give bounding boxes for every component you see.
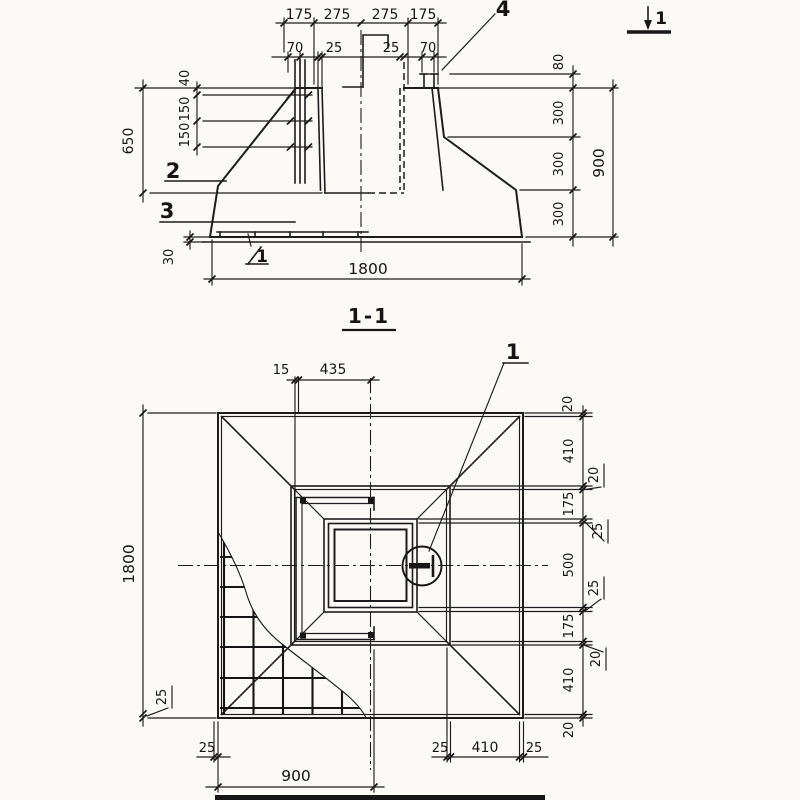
dim-label: 410 [562, 439, 577, 464]
dim-label: 1800 [120, 544, 138, 583]
section-title-label: 1-1 [348, 304, 390, 328]
detail-circle-group: 1 [401, 340, 529, 587]
dim-label: 410 [562, 668, 577, 693]
dim-label: 300 [552, 202, 567, 227]
bar-section-dot [368, 498, 374, 504]
elevation-dimensions [134, 17, 619, 286]
dim-label: 300 [552, 152, 567, 177]
section-cut-label: 1 [655, 9, 667, 29]
dim-label: 150 [178, 123, 193, 148]
callout-bottom-mesh: 3 [159, 199, 296, 223]
callout-label: 3 [160, 199, 175, 223]
dim-label: 70 [287, 41, 304, 56]
dim-label: 25 [526, 741, 543, 756]
elevation-hidden-lines [368, 62, 405, 194]
plan-outline [217, 412, 524, 719]
section-arrow-icon [644, 20, 652, 30]
callout-label: 2 [166, 159, 181, 183]
dim-label: 20 [561, 396, 576, 413]
anchor-bolt-icon [409, 563, 430, 569]
dim-label: 175 [286, 7, 313, 23]
dim-label: 275 [324, 7, 351, 23]
bar-section-dot [368, 632, 374, 638]
dim-label: 30 [162, 249, 177, 266]
plan-dimensions [138, 375, 609, 793]
plan-view: 1 [120, 340, 609, 793]
dim-label: 435 [320, 362, 347, 378]
callout-mesh-flag: 1 [245, 233, 269, 267]
elevation-view: 175 275 275 175 70 25 25 70 40 150 150 6… [121, 0, 619, 286]
dim-note: 25 [591, 523, 606, 540]
elevation-outline [202, 34, 531, 243]
dim-note: 20 [589, 651, 604, 668]
dim-label: 80 [552, 54, 567, 71]
dim-label: 900 [590, 148, 608, 178]
dim-label: 410 [472, 740, 499, 756]
detail-circle [401, 545, 443, 587]
dim-label: 40 [178, 70, 193, 87]
dim-label: 25 [199, 741, 216, 756]
dim-label: 20 [562, 722, 577, 739]
dim-label: 175 [410, 7, 437, 23]
dim-label: 650 [121, 128, 137, 155]
callout-wall-bars: 2 [164, 159, 227, 183]
dim-label: 275 [372, 7, 399, 23]
dim-label: 150 [178, 97, 193, 122]
bar-section-dot [300, 497, 306, 504]
dim-label: 900 [281, 767, 311, 785]
dim-label: 175 [562, 492, 577, 517]
section-cut-mark: 1 [627, 6, 671, 34]
bar-section-dot [300, 632, 306, 639]
detail-callout-label: 1 [506, 340, 521, 364]
section-title: 1-1 [342, 304, 396, 332]
callout-anchors: 4 [441, 0, 511, 71]
dim-label: 70 [420, 41, 437, 56]
dim-label: 175 [562, 614, 577, 639]
dim-note: 25 [587, 580, 602, 597]
dim-label: 25 [432, 741, 449, 756]
dim-label: 25 [326, 41, 343, 56]
callout-label: 4 [496, 0, 511, 21]
dim-label: 25 [383, 41, 400, 56]
dim-label: 15 [273, 363, 290, 378]
plan-mesh [217, 531, 367, 719]
dim-note: 20 [587, 467, 602, 484]
dim-label: 500 [562, 553, 577, 578]
dim-label: 300 [552, 101, 567, 126]
dim-label: 1800 [348, 260, 387, 278]
callout-label: 1 [256, 247, 268, 267]
elevation-rebar [202, 59, 439, 238]
dim-note: 25 [155, 689, 170, 706]
plan-centerlines [178, 378, 548, 770]
